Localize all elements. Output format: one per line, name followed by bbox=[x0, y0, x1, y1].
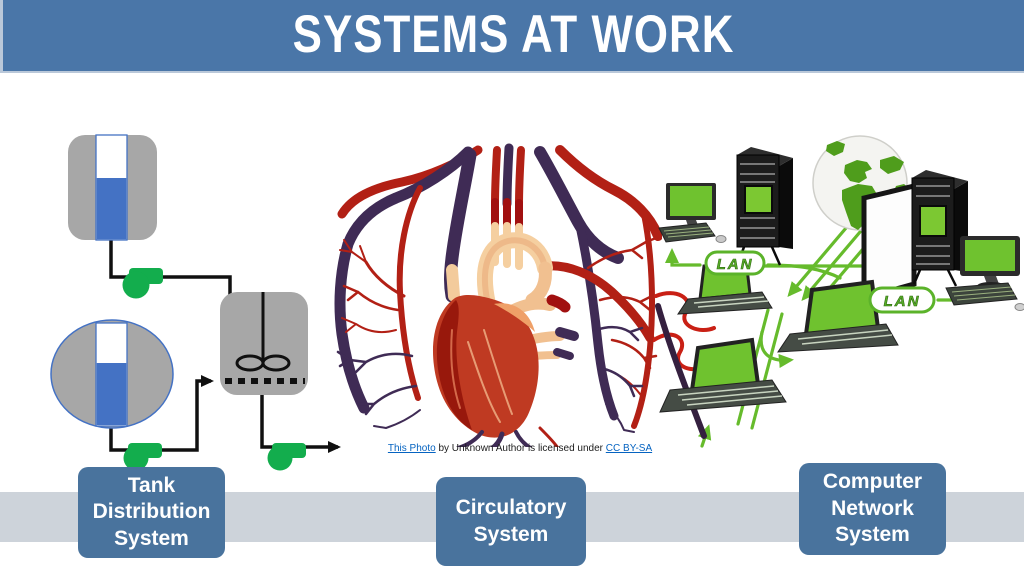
server-icon bbox=[736, 147, 793, 266]
license-link[interactable]: CC BY-SA bbox=[605, 443, 653, 454]
caption-text: by Unknown Author is licensed under bbox=[435, 443, 606, 454]
label-line: Computer bbox=[822, 470, 923, 494]
lan-badge: LAN bbox=[868, 286, 936, 314]
label-line: Circulatory bbox=[455, 496, 567, 520]
server-icon bbox=[911, 170, 968, 287]
desktop-monitor-icon bbox=[658, 183, 727, 243]
this-photo-link[interactable]: This Photo bbox=[387, 443, 436, 454]
label-line: Tank bbox=[127, 473, 176, 497]
label-computer-network-system: Computer Network System bbox=[799, 463, 946, 555]
desktop-monitor-icon bbox=[945, 236, 1024, 311]
storage-tank-icon bbox=[68, 134, 157, 241]
label-circulatory-system: Circulatory System bbox=[436, 477, 586, 566]
circulatory-system-illustration bbox=[334, 143, 662, 447]
pump-icon bbox=[267, 443, 306, 471]
heart-illustration bbox=[334, 143, 662, 447]
photo-credit-caption: This Photo by Unknown Author is licensed… bbox=[360, 443, 680, 454]
pipe-mixer-outlet bbox=[260, 395, 341, 453]
header-bar: SYSTEMS AT WORK bbox=[0, 0, 1024, 73]
computer-network-diagram: LAN LAN bbox=[653, 135, 1024, 448]
label-line: System bbox=[473, 522, 549, 546]
label-line: Distribution bbox=[92, 500, 211, 524]
label-line: Network bbox=[831, 496, 914, 520]
pipe-tank2-to-mixer bbox=[109, 375, 214, 452]
slide-title: SYSTEMS AT WORK bbox=[292, 5, 735, 65]
pump-icon bbox=[123, 443, 162, 471]
lan-label: LAN bbox=[884, 293, 921, 310]
laptop-icon bbox=[659, 337, 787, 413]
label-tank-distribution-system: Tank Distribution System bbox=[78, 467, 225, 558]
mixer-tank-icon bbox=[220, 292, 308, 395]
lan-badge: LAN bbox=[704, 250, 766, 276]
label-line: System bbox=[114, 526, 189, 550]
tank-distribution-diagram bbox=[50, 134, 341, 471]
laptop-icon bbox=[777, 279, 899, 353]
pump-icon bbox=[122, 268, 163, 299]
storage-tank-round-icon bbox=[50, 319, 174, 429]
label-line: System bbox=[835, 523, 910, 547]
lan-label: LAN bbox=[717, 256, 754, 273]
